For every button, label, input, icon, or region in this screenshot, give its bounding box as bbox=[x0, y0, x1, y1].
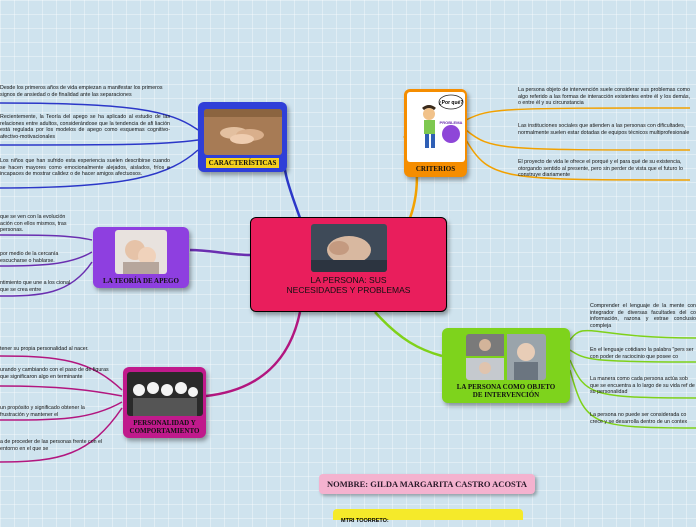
personalidad-text-3: un propósito y significado obtener la fr… bbox=[0, 405, 85, 418]
teoria-text-2: por medio de la cercanía escucharse o ha… bbox=[0, 251, 59, 264]
criterios-text-3: El proyecto de vida le ofrece el porqué … bbox=[518, 159, 683, 179]
personalidad-label: PERSONALIDAD Y COMPORTAMIENTO bbox=[129, 419, 200, 435]
criterios-text-1: La persona objeto de intervención suele … bbox=[518, 87, 690, 107]
objeto-text-4: La persona no puede ser considerada co c… bbox=[590, 412, 688, 425]
hands-photo-icon bbox=[310, 224, 387, 272]
criterios-label: CRITERIOS bbox=[415, 165, 456, 173]
node-caracteristicas[interactable]: CARACTERÍSTICAS bbox=[198, 102, 287, 172]
caracteristicas-text-3: Los niños que han sufrido esta experienc… bbox=[0, 158, 170, 178]
mother-baby-icon bbox=[115, 230, 167, 274]
node-personalidad[interactable]: PERSONALIDAD Y COMPORTAMIENTO bbox=[123, 367, 206, 438]
node-persona-objeto[interactable]: LA PERSONA COMO OBJETO DE INTERVENCIÓN bbox=[442, 328, 570, 403]
bottom-note-text: MTRI TOORRETO: bbox=[341, 518, 389, 524]
objeto-text-1: Comprender el lenguaje de la mente con i… bbox=[590, 303, 696, 329]
caracteristicas-text-2: Recientemente, la Teoría del apego se ha… bbox=[0, 114, 170, 140]
teoria-text-3: ntimiento que une a los cional que se cr… bbox=[0, 280, 71, 293]
central-topic[interactable]: LA PERSONA: SUS NECESIDADES Y PROBLEMAS bbox=[250, 217, 447, 312]
objeto-text-2: En el lenguaje cotidiano la palabra "per… bbox=[590, 347, 694, 360]
masks-icon bbox=[126, 372, 203, 416]
personalidad-text-2: urando y cambiando con el paso de de fig… bbox=[0, 367, 109, 380]
problem-text: PROBLEMA bbox=[439, 120, 462, 125]
bottom-note[interactable]: MTRI TOORRETO: bbox=[333, 509, 523, 524]
teoria-text-1: que se ven con la evolución ación con el… bbox=[0, 214, 67, 234]
author-label[interactable]: NOMBRE: GILDA MARGARITA CASTRO ACOSTA bbox=[319, 474, 535, 494]
personalidad-text-4: a de proceder de las personas frente con… bbox=[0, 439, 103, 452]
why-text: ¿Por qué? bbox=[438, 100, 463, 106]
central-title: LA PERSONA: SUS NECESIDADES Y PROBLEMAS bbox=[286, 275, 411, 295]
objeto-text-3: La manera como cada persona actúa sob qu… bbox=[590, 376, 695, 396]
people-photos-icon bbox=[466, 334, 546, 380]
criterios-text-2: Las instituciones sociales que atienden … bbox=[518, 123, 690, 136]
confused-person-icon: ¿Por qué? PROBLEMA bbox=[406, 92, 465, 162]
node-teoria-apego[interactable]: LA TEORÍA DE APEGO bbox=[93, 227, 189, 288]
personalidad-text-1: tener su propia personalidad al nacer. bbox=[0, 346, 89, 352]
objeto-label: LA PERSONA COMO OBJETO DE INTERVENCIÓN bbox=[456, 383, 556, 399]
stacked-hands-icon bbox=[203, 109, 282, 155]
caracteristicas-text-1: Desde los primeros años de vida empiezan… bbox=[0, 85, 163, 98]
teoria-label: LA TEORÍA DE APEGO bbox=[103, 277, 179, 285]
caracteristicas-label: CARACTERÍSTICAS bbox=[205, 158, 280, 168]
node-criterios[interactable]: ¿Por qué? PROBLEMA CRITERIOS bbox=[404, 89, 467, 177]
